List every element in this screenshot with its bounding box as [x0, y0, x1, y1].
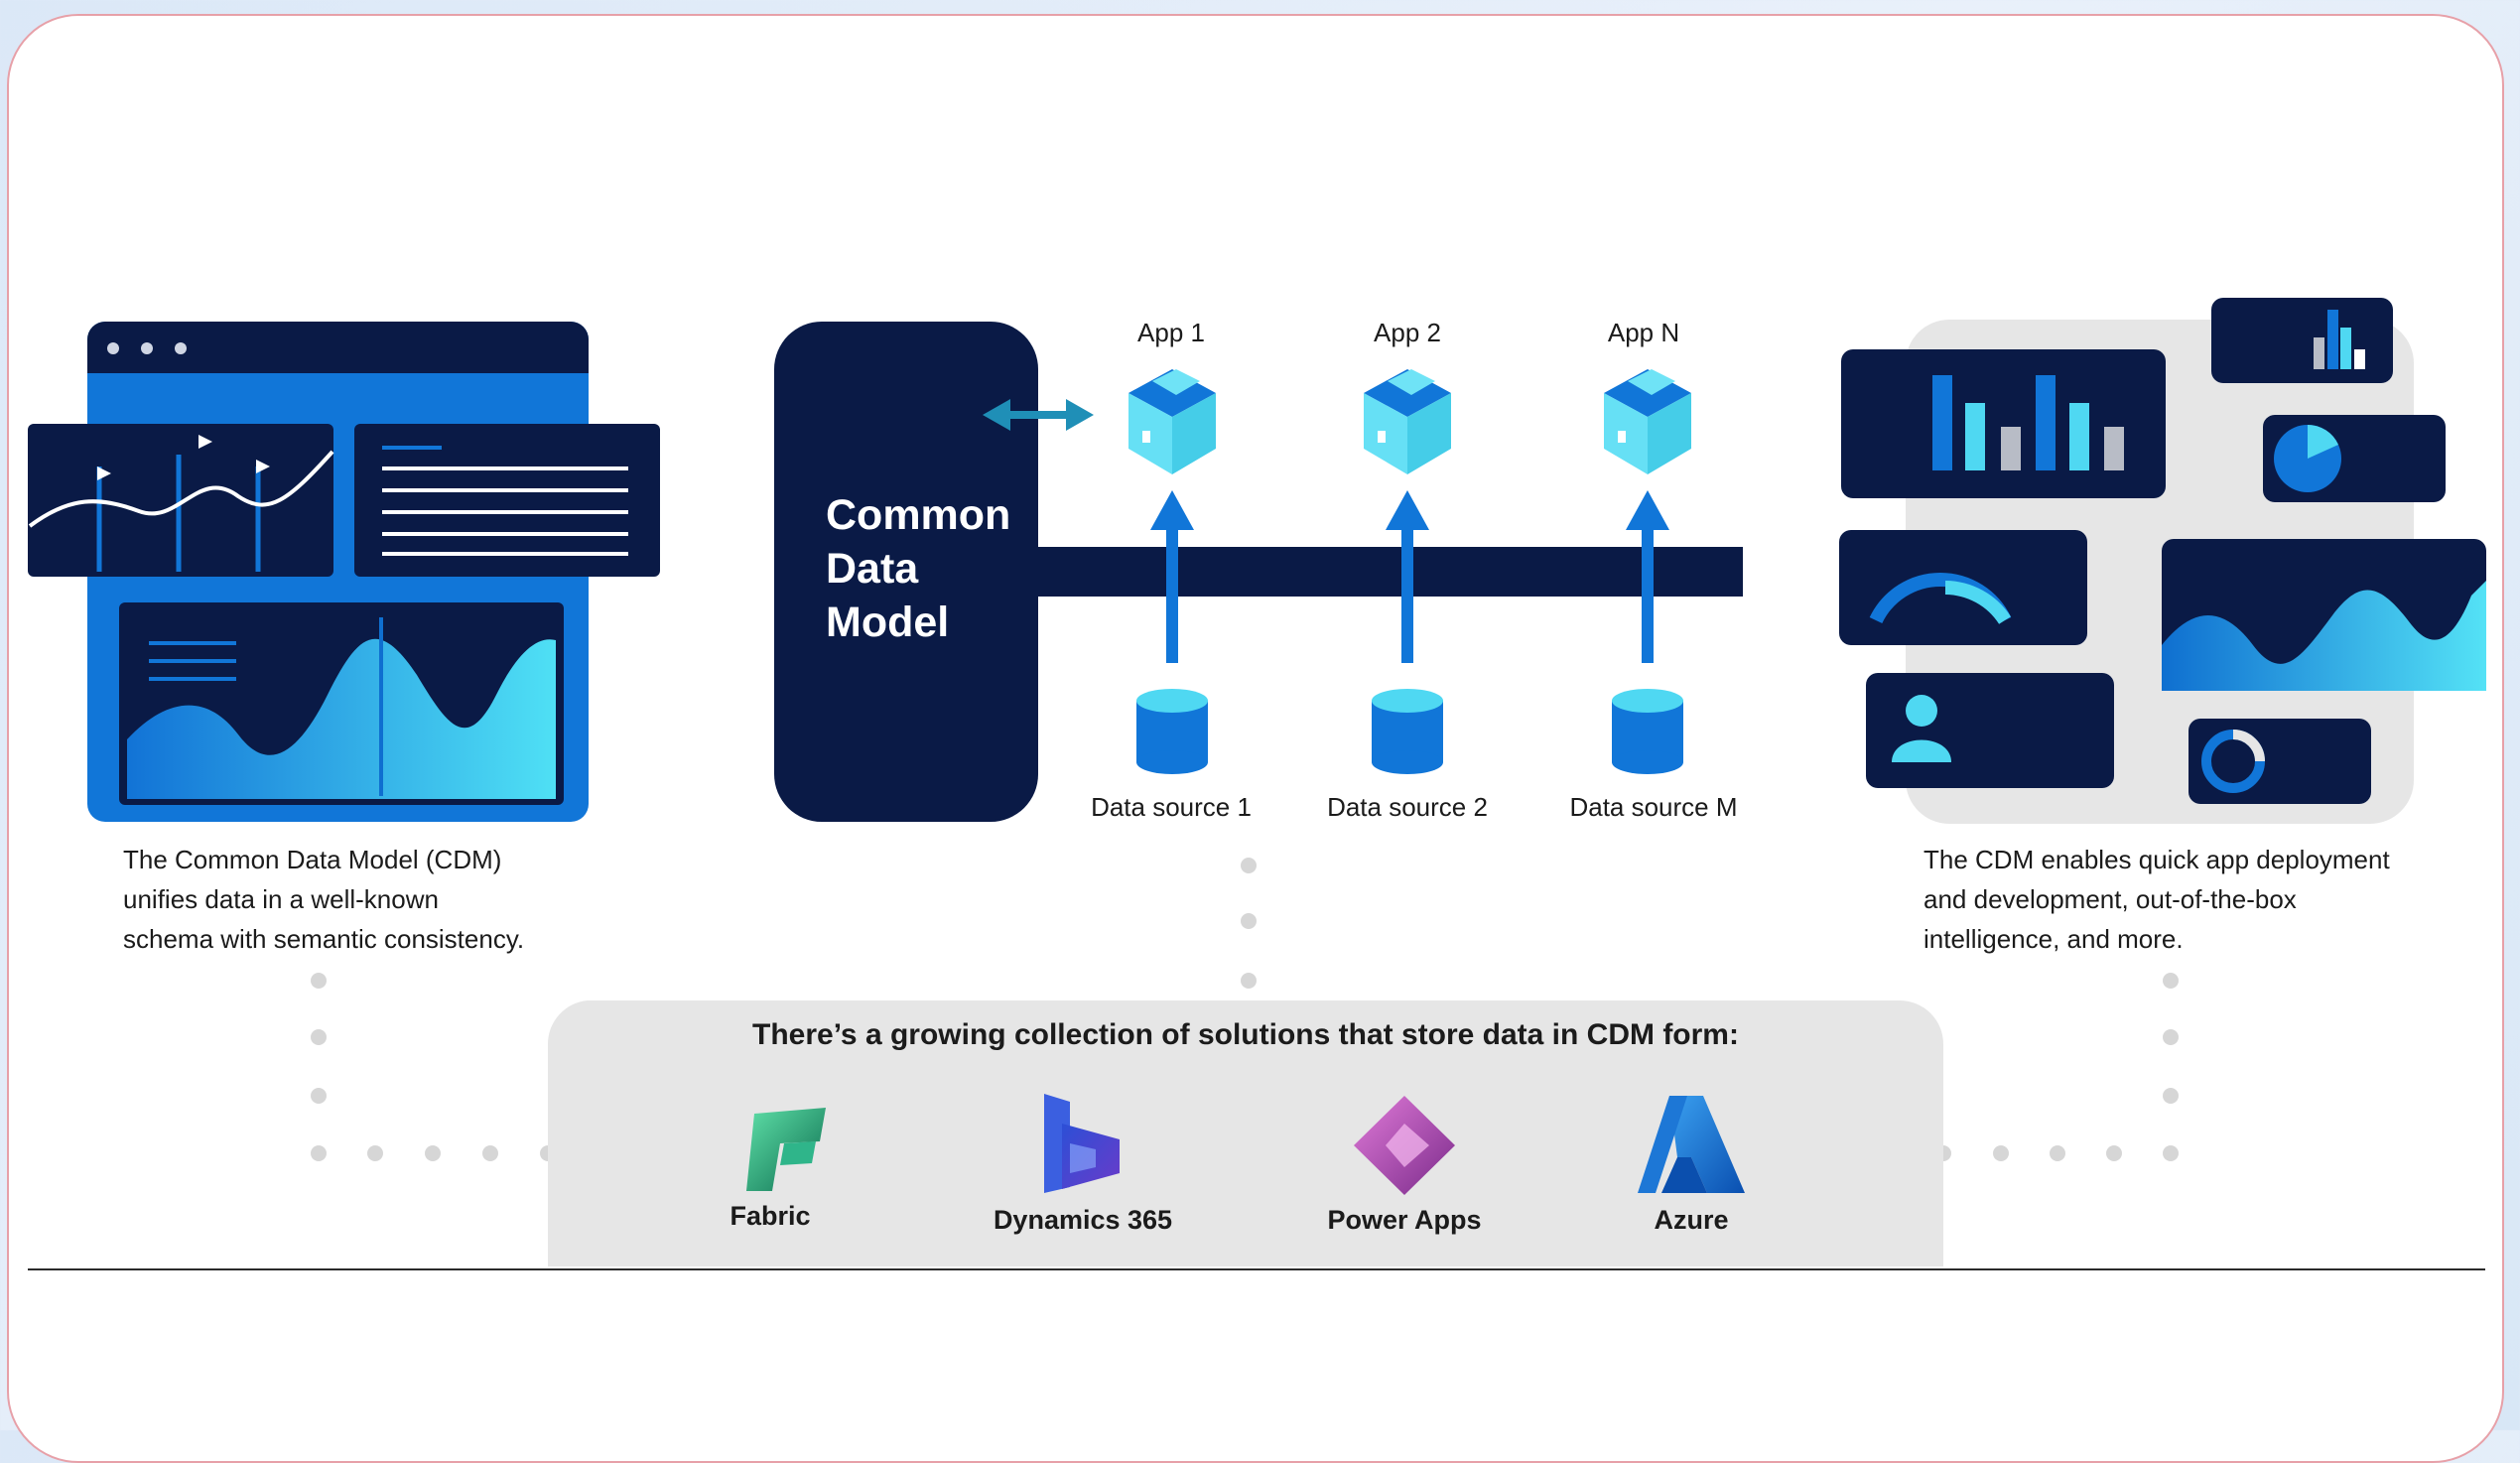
connector-dot	[311, 1088, 327, 1104]
line-chart-curve	[28, 450, 334, 528]
connector-dot	[1241, 858, 1257, 873]
description-line: and development, out-of-the-box	[1923, 884, 2297, 914]
connector-dot	[2163, 1088, 2179, 1104]
app-label: App 1	[1137, 318, 1205, 347]
connector-dot	[2050, 1145, 2065, 1161]
connector-dot	[1993, 1145, 2009, 1161]
app-cube-icon	[1128, 369, 1216, 474]
product-label-dynamics-365: Dynamics 365	[993, 1205, 1173, 1235]
data-source-label: Data source 2	[1327, 792, 1488, 822]
user-icon	[1906, 695, 1937, 727]
browser-titlebar	[87, 322, 589, 373]
up-arrow-icon	[1386, 490, 1429, 663]
database-icon	[1372, 689, 1443, 774]
product-label-azure: Azure	[1654, 1205, 1729, 1235]
connector-dot	[2106, 1145, 2122, 1161]
up-arrow-icon	[1150, 490, 1194, 663]
connector-dot	[1241, 913, 1257, 929]
user-card	[1866, 673, 2114, 788]
app-label: App 2	[1374, 318, 1441, 347]
left-dashboard-illustration	[28, 322, 660, 822]
power-apps-logo-icon	[1354, 1096, 1455, 1195]
connector-dot	[311, 1145, 327, 1161]
window-dot-icon	[141, 342, 153, 354]
right-insights-illustration	[1839, 298, 2486, 824]
cdm-center-diagram	[774, 322, 1743, 822]
connector-dot	[2163, 973, 2179, 989]
cdm-block	[774, 322, 1038, 822]
cdm-diagram	[28, 298, 2486, 1270]
data-source-label: Data source 1	[1091, 792, 1252, 822]
cdm-label-line: Data	[826, 545, 919, 593]
window-dot-icon	[175, 342, 187, 354]
cdm-label-line: Model	[826, 598, 950, 646]
connector-dot	[311, 973, 327, 989]
solutions-panel	[547, 1000, 1943, 1266]
azure-logo-icon	[1638, 1096, 1745, 1193]
window-dot-icon	[107, 342, 119, 354]
app-column	[1364, 369, 1451, 774]
app-cube-icon	[1604, 369, 1691, 474]
database-icon	[1136, 689, 1208, 774]
mini-bar-card	[2211, 298, 2393, 383]
connector-dot	[2163, 1145, 2179, 1161]
data-source-label: Data source M	[1569, 792, 1738, 822]
product-label-power-apps: Power Apps	[1327, 1205, 1482, 1235]
connector-dot	[482, 1145, 498, 1161]
app-label: App N	[1607, 318, 1680, 347]
bar-chart-card	[1841, 349, 2166, 498]
connector-dot	[367, 1145, 383, 1161]
description-line: The Common Data Model (CDM)	[123, 845, 502, 874]
left-description: The Common Data Model (CDM) unifies data…	[123, 840, 524, 959]
text-lines-card	[354, 424, 660, 577]
up-arrow-icon	[1626, 490, 1669, 663]
wave-chart-area	[2162, 581, 2486, 691]
product-label-fabric: Fabric	[729, 1201, 811, 1231]
app-column	[1604, 369, 1691, 774]
database-icon	[1612, 689, 1683, 774]
play-marker-icon	[199, 435, 212, 449]
description-line: unifies data in a well-known	[123, 884, 439, 914]
area-chart-wave	[127, 638, 556, 799]
app-cube-icon	[1364, 369, 1451, 474]
connector-dot	[311, 1029, 327, 1045]
donut-card	[2188, 719, 2371, 804]
connector-dot	[425, 1145, 441, 1161]
play-marker-icon	[256, 460, 270, 473]
bidirectional-arrow-icon	[983, 399, 1094, 431]
cdm-block-label: Common Data Model	[826, 488, 1010, 649]
app-column	[1128, 369, 1216, 774]
connector-dot	[2163, 1029, 2179, 1045]
right-description: The CDM enables quick app deployment and…	[1923, 840, 2390, 959]
connector-dot	[1241, 973, 1257, 989]
description-line: schema with semantic consistency.	[123, 924, 525, 954]
solutions-title: There’s a growing collection of solution…	[752, 1018, 1739, 1051]
description-line: intelligence, and more.	[1923, 924, 2184, 954]
dynamics-365-logo-icon	[1044, 1094, 1120, 1193]
cdm-label-line: Common	[826, 491, 1011, 539]
play-marker-icon	[97, 466, 111, 480]
cdm-bus-bar	[1032, 547, 1743, 597]
fabric-logo-icon	[746, 1108, 826, 1191]
description-line: The CDM enables quick app deployment	[1923, 845, 2390, 874]
